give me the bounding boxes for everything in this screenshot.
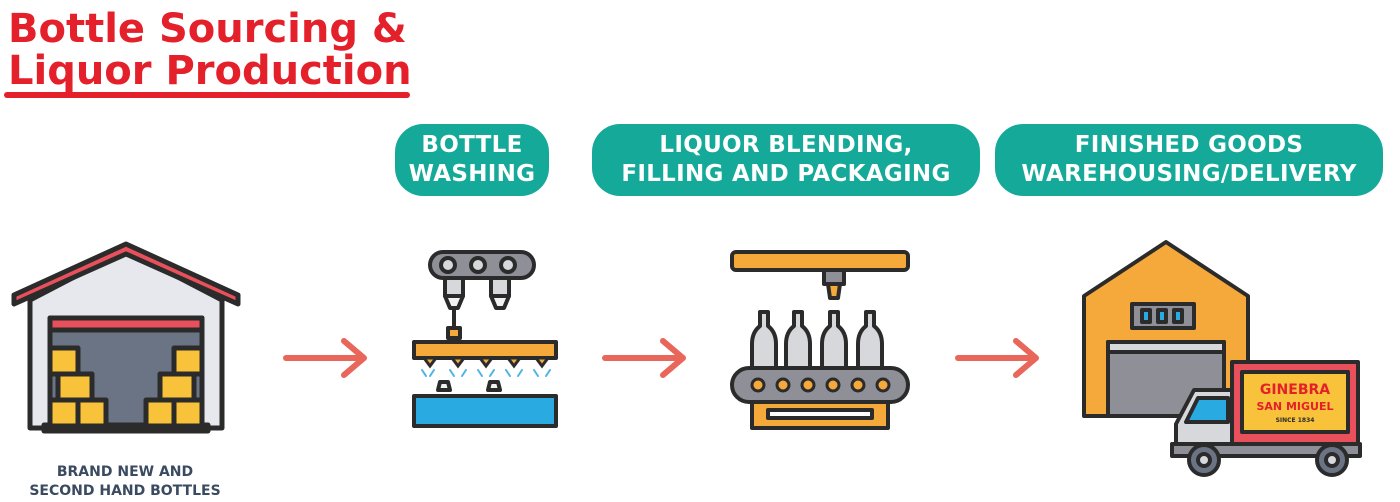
page-title: Bottle Sourcing & Liquor Production bbox=[8, 8, 412, 92]
bottle-washing-machine-icon bbox=[412, 250, 558, 428]
arrow-right-icon bbox=[602, 338, 686, 378]
step-1-line-2: WASHING bbox=[408, 161, 536, 187]
step-pill-bottle-washing: BOTTLE WASHING bbox=[395, 124, 549, 196]
source-caption-line-2: SECOND HAND BOTTLES bbox=[29, 483, 221, 499]
warehouse-with-boxes-icon bbox=[11, 241, 241, 434]
truck-brand-line-3: SINCE 1834 bbox=[1276, 417, 1315, 424]
step-1-line-1: BOTTLE bbox=[421, 132, 523, 158]
source-caption: BRAND NEW AND SECOND HAND BOTTLES bbox=[0, 463, 250, 501]
step-pill-finished-goods: FINISHED GOODS WAREHOUSING/DELIVERY bbox=[995, 124, 1383, 196]
step-3-line-1: FINISHED GOODS bbox=[1074, 132, 1304, 158]
warehouse-delivery-truck-icon: GINEBRA SAN MIGUEL SINCE 1834 bbox=[1082, 240, 1362, 477]
title-line-1: Bottle Sourcing & bbox=[8, 6, 407, 52]
source-caption-line-1: BRAND NEW AND bbox=[56, 464, 194, 480]
arrow-right-icon bbox=[283, 338, 367, 378]
conveyor-bottling-icon bbox=[730, 250, 910, 430]
title-line-2: Liquor Production bbox=[8, 48, 412, 94]
truck-brand-line-2: SAN MIGUEL bbox=[1257, 400, 1334, 413]
step-pill-liquor-blending: LIQUOR BLENDING, FILLING AND PACKAGING bbox=[592, 124, 980, 196]
step-2-line-1: LIQUOR BLENDING, bbox=[659, 132, 913, 158]
step-3-line-2: WAREHOUSING/DELIVERY bbox=[1021, 161, 1357, 187]
title-underline bbox=[4, 92, 410, 98]
truck-brand-line-1: GINEBRA bbox=[1260, 382, 1330, 398]
arrow-right-icon bbox=[955, 338, 1039, 378]
step-2-line-2: FILLING AND PACKAGING bbox=[621, 161, 951, 187]
